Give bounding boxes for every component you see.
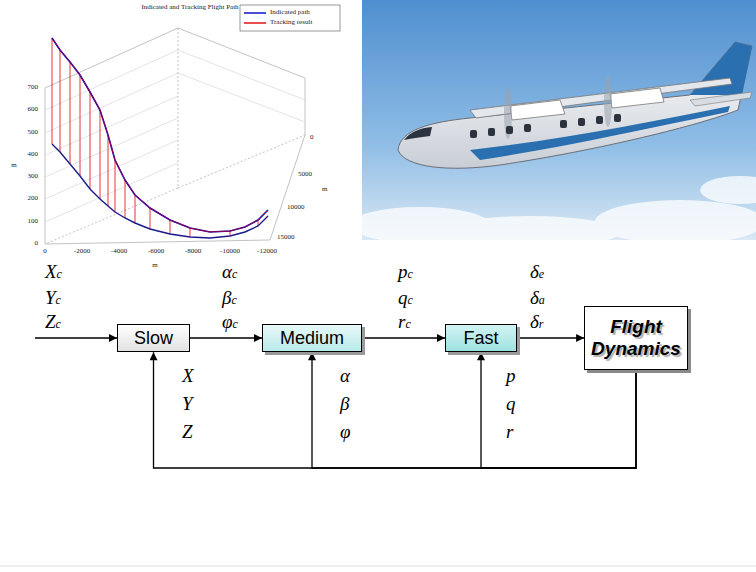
axis-label: 500 — [28, 129, 39, 137]
axis-label: 0 — [310, 134, 314, 142]
axis-label: 10000 — [287, 204, 305, 212]
signal-name: Yc — [45, 288, 61, 309]
axis-label: 200 — [28, 195, 39, 203]
signal-name: Zc — [45, 312, 61, 333]
signal-name: αc — [222, 262, 237, 283]
signal-name: βc — [222, 288, 237, 309]
axis-label: -10000 — [220, 248, 240, 256]
legend-text: Tracking result — [270, 19, 312, 27]
axis-label: -6000 — [148, 248, 164, 256]
signal-arrow — [190, 337, 262, 338]
signal-name: qc — [398, 288, 413, 309]
axis-label: 100 — [28, 218, 39, 226]
signal-name: α — [340, 366, 350, 387]
loop-box: Fast — [445, 324, 517, 353]
signal-name: Z — [182, 422, 193, 443]
loop-box: Medium — [262, 324, 362, 353]
box-label: Slow — [134, 328, 173, 349]
input-arrow — [35, 337, 117, 338]
signal-name: q — [506, 394, 516, 415]
signal-name: X — [182, 366, 194, 387]
signal-arrow — [154, 352, 636, 468]
signal-name: Y — [182, 394, 193, 415]
signal-name: δe — [530, 262, 544, 283]
legend-text: Indicated path — [270, 9, 310, 17]
axis-label: 400 — [28, 151, 39, 159]
signal-name: δa — [530, 288, 545, 309]
axis-label: 300 — [28, 173, 39, 181]
signal-name: p — [506, 366, 516, 387]
signal-name: δr — [530, 312, 544, 333]
signal-arrow — [362, 337, 445, 338]
axis-label: -2000 — [74, 248, 90, 256]
axis-label: m — [11, 162, 16, 170]
loop-box: Slow — [117, 324, 190, 353]
signal-name: pc — [398, 262, 413, 283]
axis-label: 15000 — [277, 234, 295, 242]
signal-name: φc — [222, 312, 238, 333]
signal-name: φ — [340, 422, 351, 443]
axis-label: -12000 — [257, 248, 277, 256]
axis-label: -8000 — [185, 248, 201, 256]
axis-label: 0 — [35, 240, 39, 248]
axis-label: 5000 — [298, 171, 312, 179]
axis-label: m — [152, 262, 157, 270]
box-label: Flight Dynamics — [585, 316, 687, 360]
signal-name: r — [506, 422, 513, 443]
plant-box: Flight Dynamics — [584, 306, 688, 370]
signal-name: β — [340, 394, 349, 415]
axis-label: m — [322, 186, 327, 194]
box-label: Medium — [280, 328, 344, 349]
signal-name: Xc — [45, 262, 62, 283]
axis-label: -4000 — [111, 248, 127, 256]
signal-arrow — [517, 337, 584, 338]
signal-name: rc — [398, 312, 411, 333]
axis-label: Indicated and Tracking Flight Path — [141, 4, 238, 12]
axis-label: 600 — [28, 106, 39, 114]
box-label: Fast — [463, 328, 498, 349]
axis-label: 700 — [28, 84, 39, 92]
axis-label: 0 — [43, 248, 47, 256]
